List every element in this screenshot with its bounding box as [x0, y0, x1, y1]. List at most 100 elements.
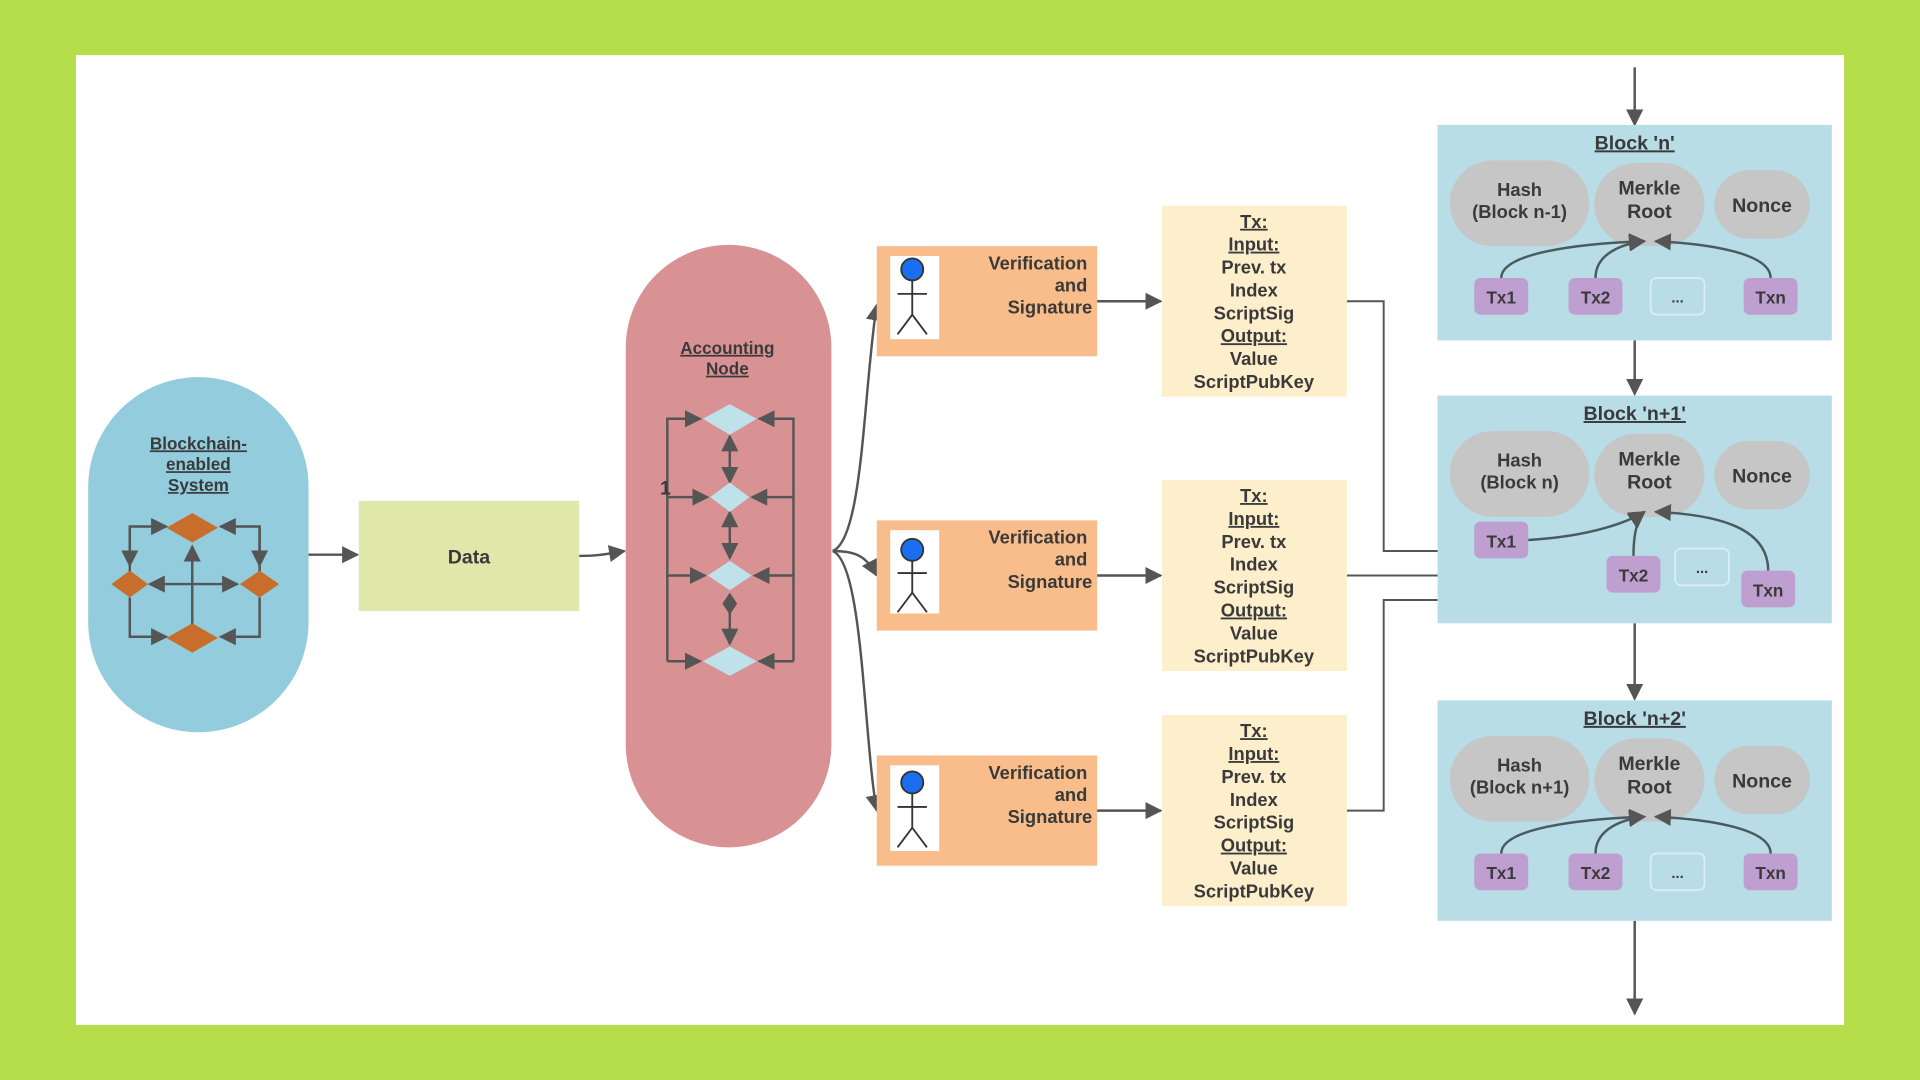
tx-line: Input:	[1228, 508, 1279, 529]
verifier-label-3: Signature	[1008, 571, 1093, 592]
tx-box-2: Tx:Input:Prev. txIndexScriptSigOutput:Va…	[1162, 480, 1347, 672]
hash-pill	[1449, 735, 1590, 822]
hash-label: (Block n)	[1480, 472, 1559, 493]
tx-chip-label: Tx2	[1619, 566, 1649, 586]
tx-chip-label: Tx1	[1486, 863, 1516, 883]
tx-line: Tx:	[1240, 211, 1268, 232]
block-title: Block 'n'	[1595, 132, 1675, 154]
nonce-pill	[1714, 745, 1810, 815]
tx-chip-label: Txn	[1755, 863, 1785, 883]
tx-chip	[1743, 853, 1798, 891]
tx-chip	[1474, 853, 1529, 891]
block-title: Block 'n+2'	[1584, 708, 1686, 730]
system-title-2: enabled	[166, 454, 231, 474]
verifier-label-1: Verification	[988, 527, 1087, 548]
actor-icon	[896, 770, 928, 848]
hash-label: Hash	[1497, 754, 1542, 775]
merkle-links	[1500, 808, 1772, 854]
system-flow-icon	[121, 517, 269, 646]
data-box: Data	[358, 500, 580, 612]
system-title-1: Blockchain-	[150, 433, 247, 453]
data-label: Data	[448, 546, 492, 568]
tx-line: ScriptSig	[1214, 577, 1295, 598]
verifier-label-1: Verification	[988, 252, 1087, 273]
node-title-1: Accounting	[680, 338, 774, 358]
system-capsule	[88, 377, 309, 733]
tx-chip	[1741, 570, 1796, 608]
verifier-to-tx-arrows	[1097, 292, 1163, 820]
merkle-label: Root	[1627, 201, 1672, 223]
tx-line: Input:	[1228, 743, 1279, 764]
verifier-3: Verification and Signature	[876, 755, 1098, 866]
block-title: Block 'n+1'	[1584, 403, 1686, 425]
nonce-label: Nonce	[1732, 465, 1792, 487]
tx-chip-label: Tx1	[1486, 531, 1516, 551]
node-flow-icon	[666, 410, 795, 670]
nonce-pill	[1714, 170, 1810, 239]
verifier-1: Verification and Signature	[876, 246, 1098, 357]
tx-chip-ellipsis	[1674, 547, 1730, 587]
verifier-label-3: Signature	[1008, 296, 1093, 317]
tx-chip-label: Tx2	[1581, 288, 1611, 308]
tx-line: Tx:	[1240, 485, 1268, 506]
tx-line: Prev. tx	[1221, 257, 1287, 278]
tx-line: Output:	[1221, 325, 1287, 346]
tx-line: ScriptPubKey	[1194, 645, 1315, 666]
tx-line: Tx:	[1240, 720, 1268, 741]
node-to-verifier-arrows	[832, 303, 883, 813]
tx-box-3: Tx:Input:Prev. txIndexScriptSigOutput:Va…	[1162, 715, 1347, 907]
tx-chip-label: Tx1	[1486, 288, 1516, 308]
merkle-label: Merkle	[1618, 753, 1680, 775]
tx-chip	[1474, 277, 1529, 315]
tx-line: Index	[1230, 279, 1279, 300]
tx-chip-label: Txn	[1753, 580, 1783, 600]
merkle-label: Merkle	[1618, 178, 1680, 200]
verifier-label-2: and	[1055, 784, 1088, 805]
tx-line: Prev. tx	[1221, 531, 1287, 552]
tx-line: ScriptPubKey	[1194, 371, 1315, 392]
accounting-node: Accounting Node 1	[625, 244, 832, 848]
node-stray-mark: 1	[660, 478, 671, 500]
node-diamond-3	[707, 560, 752, 591]
blockchain-system: Blockchain- enabled System	[88, 377, 309, 733]
merkle-root-pill	[1594, 433, 1705, 517]
tx-line: Value	[1230, 348, 1278, 369]
nonce-label: Nonce	[1732, 770, 1792, 792]
hash-label: (Block n-1)	[1472, 201, 1567, 222]
verifier-label-3: Signature	[1008, 806, 1093, 827]
nonce-pill	[1714, 440, 1810, 510]
tx-line: Output:	[1221, 600, 1287, 621]
merkle-links	[1500, 233, 1772, 279]
hash-label: Hash	[1497, 179, 1542, 200]
tx-line: Index	[1230, 789, 1279, 810]
tx-chip	[1743, 277, 1798, 315]
tx-chip	[1474, 521, 1529, 559]
tx-line: Value	[1230, 622, 1278, 643]
tx-chip-label: Txn	[1755, 288, 1785, 308]
hash-label: Hash	[1497, 450, 1542, 471]
merkle-label: Root	[1627, 776, 1672, 798]
hash-pill	[1449, 431, 1590, 517]
tx-chip	[1568, 853, 1623, 891]
tx-chip-ellipsis	[1649, 852, 1706, 892]
tx-chip-label: ...	[1671, 866, 1683, 882]
tx-chip-ellipsis	[1649, 277, 1706, 316]
system-diamond-bottom	[166, 623, 218, 653]
tx-line: Input:	[1228, 234, 1279, 255]
tx-line: Value	[1230, 858, 1278, 879]
tx-box-1: Tx:Input:Prev. txIndexScriptSigOutput:Va…	[1162, 205, 1347, 397]
verifier-label-2: and	[1055, 549, 1088, 570]
system-title-3: System	[168, 475, 229, 495]
tx-chip	[1568, 277, 1623, 315]
hash-label: (Block n+1)	[1470, 776, 1569, 797]
merkle-root-pill	[1594, 162, 1705, 247]
verifier-label-1: Verification	[988, 762, 1087, 783]
system-diamond-right	[240, 570, 280, 598]
tx-line: ScriptPubKey	[1194, 880, 1315, 901]
tx-line: ScriptSig	[1214, 302, 1295, 323]
actor-icon	[896, 257, 928, 335]
